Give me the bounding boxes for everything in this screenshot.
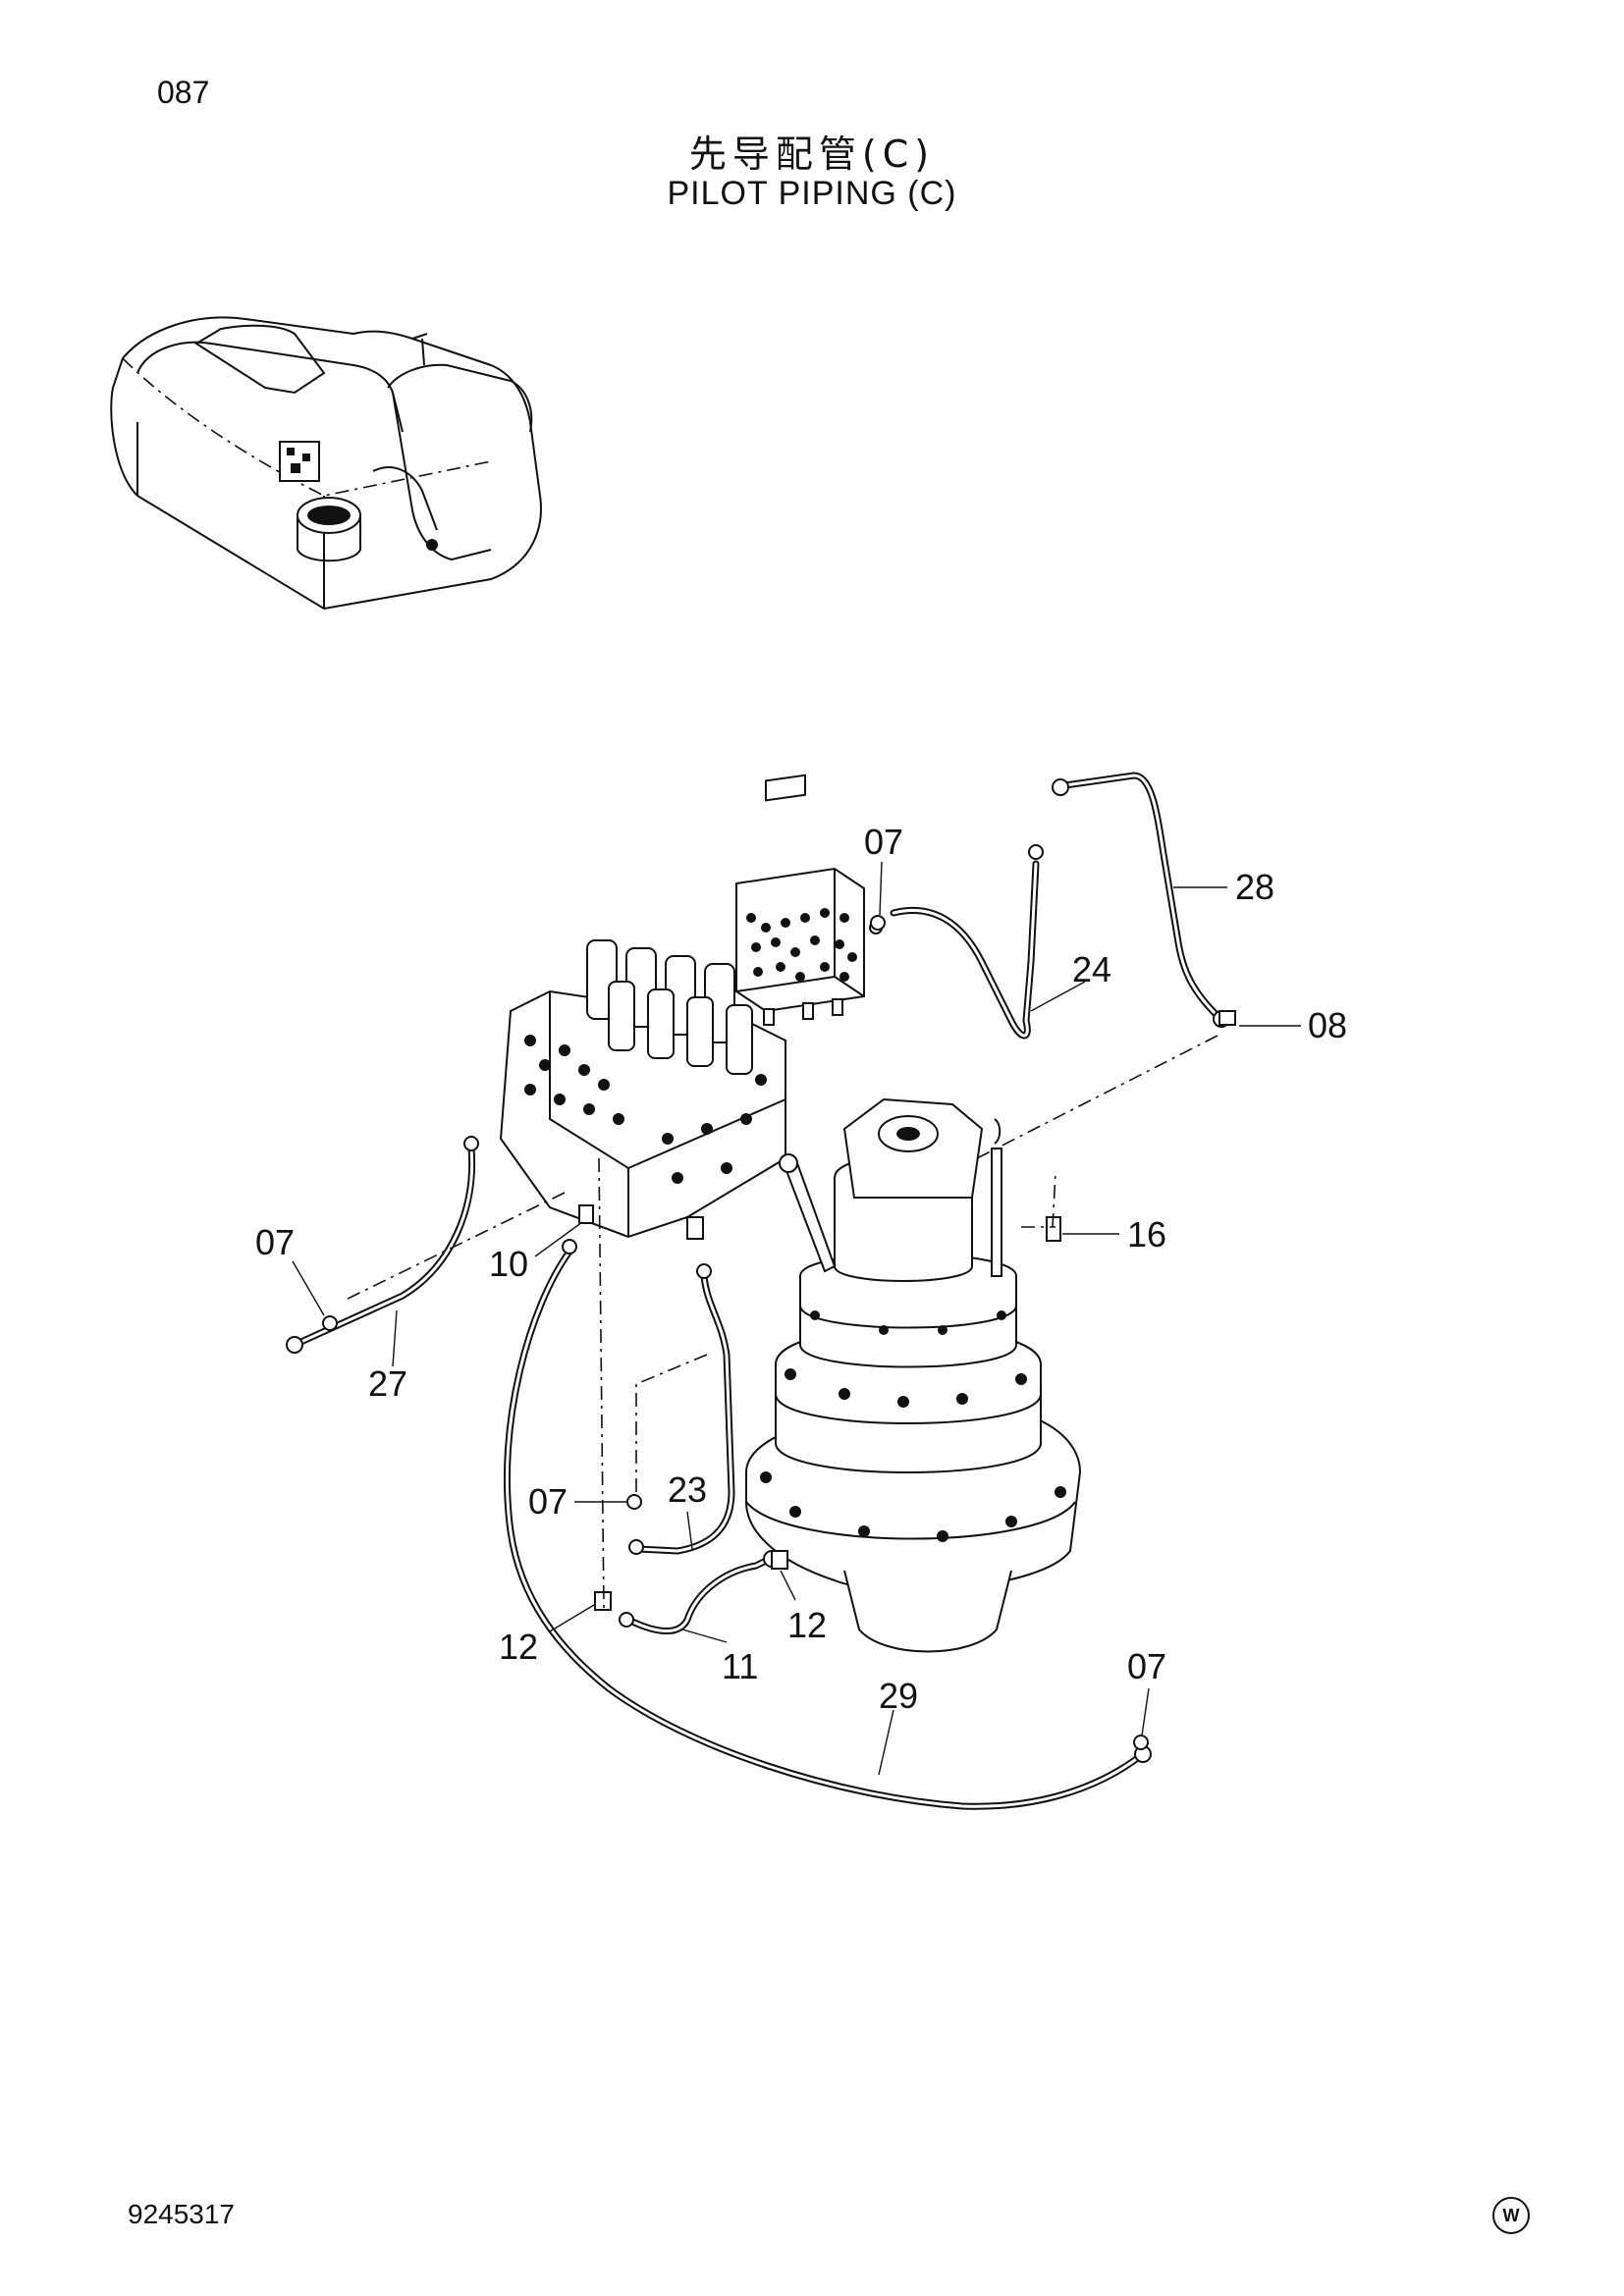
fitting-08 <box>1218 1010 1236 1026</box>
fitting-07-right <box>1133 1735 1149 1750</box>
hose-28 <box>1052 772 1230 1028</box>
hose-27 <box>286 1136 479 1354</box>
callout-24: 24 <box>1072 949 1111 989</box>
thumbnail-highlight <box>279 441 438 562</box>
connection-lines <box>343 1035 1218 1611</box>
fitting-10 <box>578 1204 594 1224</box>
callout-28: 28 <box>1235 867 1274 907</box>
page-number: 087 <box>157 75 210 110</box>
circled-mark: W <box>1492 2197 1530 2234</box>
title-english: PILOT PIPING (C) <box>667 175 957 212</box>
callout-07-left: 07 <box>255 1222 295 1262</box>
callout-23: 23 <box>668 1469 707 1510</box>
fitting-12-right <box>771 1550 788 1570</box>
document-number: 9245317 <box>128 2199 236 2229</box>
solenoid-valve-block <box>735 774 883 1026</box>
fitting-12-left <box>594 1591 612 1611</box>
hose-11 <box>619 1550 781 1635</box>
callout-labels: 07 28 24 08 16 07 10 27 07 23 12 11 12 0… <box>255 822 1347 1716</box>
callout-07-mid: 07 <box>528 1481 568 1522</box>
callout-07-top: 07 <box>864 822 903 862</box>
callout-12-left: 12 <box>499 1627 538 1667</box>
fitting-07-top <box>870 915 886 931</box>
hose-24 <box>890 844 1044 1040</box>
callout-08: 08 <box>1308 1005 1347 1045</box>
swing-motor-assembly <box>745 1097 1082 1653</box>
callout-29: 29 <box>879 1676 918 1716</box>
valve-spool-caps <box>586 939 753 1075</box>
callout-12-right: 12 <box>787 1605 827 1645</box>
fitting-07-mid <box>626 1494 642 1510</box>
callout-27: 27 <box>368 1363 407 1404</box>
leader-lines <box>292 861 1301 1776</box>
hose-23 <box>628 1263 735 1555</box>
control-valve <box>499 939 786 1240</box>
callout-10: 10 <box>489 1244 528 1284</box>
machine-overview-thumbnail <box>110 316 542 611</box>
callout-11: 11 <box>722 1646 758 1686</box>
hose-29 <box>503 1239 1152 1810</box>
callout-07-right: 07 <box>1127 1646 1166 1686</box>
title-chinese: 先导配管(C) <box>688 133 936 176</box>
callout-16: 16 <box>1127 1214 1166 1255</box>
